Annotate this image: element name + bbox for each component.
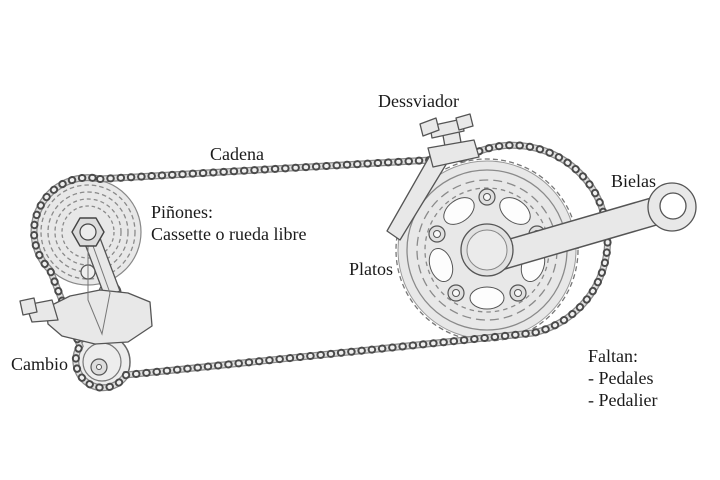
label-cambio: Cambio — [11, 354, 68, 374]
label-faltan-title: Faltan: — [588, 346, 638, 366]
derailleur-cage-plate — [427, 139, 480, 168]
derailleur-body — [45, 289, 153, 345]
label-pinones-subtitle: Cassette o rueda libre — [151, 224, 307, 244]
label-faltan-item-2: - Pedalier — [588, 390, 658, 410]
cassette-lockring — [71, 217, 105, 247]
barrel-adjuster — [19, 297, 38, 316]
axle-hole — [79, 223, 97, 241]
label-pinones: Piñones: Cassette o rueda libre — [151, 201, 306, 245]
label-faltan-item-1: - Pedales — [588, 368, 654, 388]
front-derailleur — [386, 113, 480, 241]
label-dessviador: Dessviador — [378, 91, 459, 111]
label-platos: Platos — [349, 259, 394, 279]
rear-derailleur-body — [19, 229, 153, 345]
pedal-hole — [659, 192, 687, 220]
label-bielas: Bielas — [611, 171, 656, 191]
chain — [30, 141, 612, 392]
crank-arm — [460, 182, 697, 277]
label-faltan: Faltan: - Pedales - Pedalier — [588, 345, 657, 411]
label-pinones-title: Piñones: — [151, 202, 214, 222]
label-cadena: Cadena — [210, 144, 264, 164]
